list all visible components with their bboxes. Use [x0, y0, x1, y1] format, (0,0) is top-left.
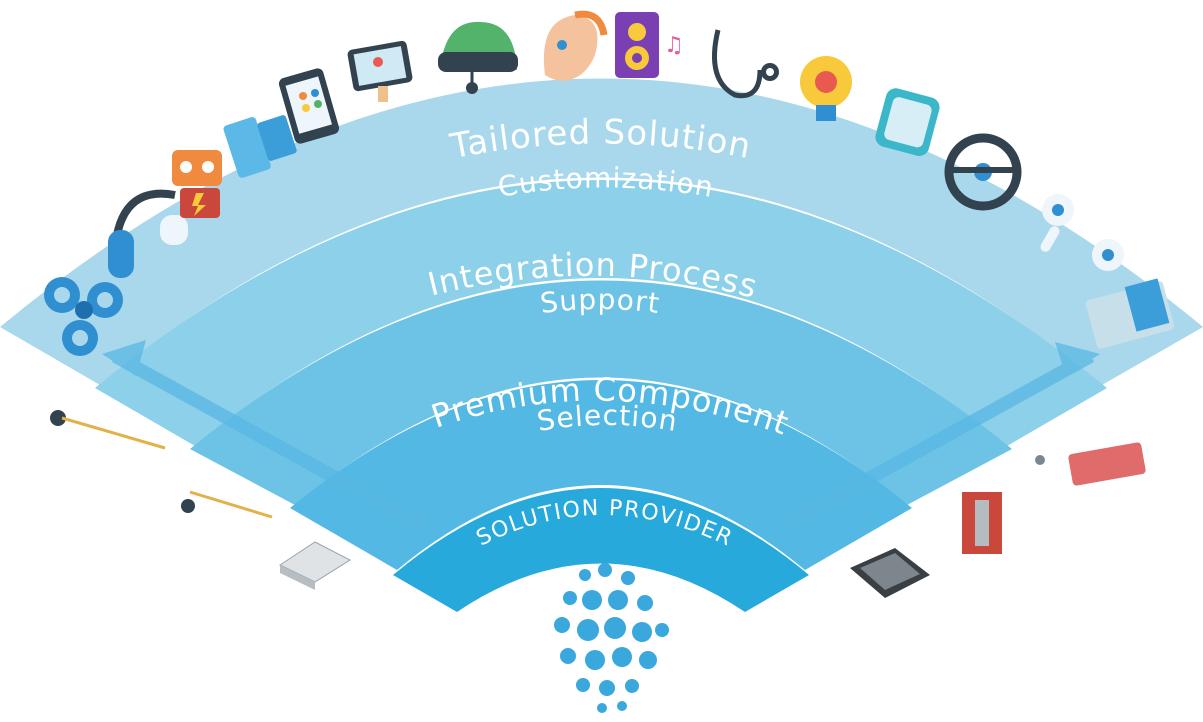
- speaker-music-icon: ♫: [615, 12, 684, 78]
- arrow-left: [102, 340, 426, 532]
- headphones-icon: [108, 189, 188, 278]
- speaker-wire-icon: [50, 410, 166, 450]
- mems-microphone-icon: [278, 541, 352, 590]
- band-subtitle-support: Support: [538, 283, 662, 320]
- lightbulb-gear-icon: [800, 56, 852, 121]
- band-tailored-solution: [95, 180, 1107, 446]
- band-premium-component: [290, 380, 912, 570]
- stethoscope-icon: [712, 29, 779, 99]
- arrow-right: [780, 342, 1100, 532]
- svg-text:♫: ♫: [664, 33, 684, 58]
- band-integration-process: [190, 280, 1012, 505]
- pilot-helmet-icon: [438, 21, 518, 94]
- hearing-aid-icon: [543, 10, 608, 81]
- smartphone-icon: [278, 68, 340, 144]
- band-subtitle-selection: Selection: [535, 399, 680, 438]
- outer-band: [0, 78, 1203, 385]
- device-module-icon: [1085, 278, 1175, 349]
- robot-icon: [172, 150, 222, 218]
- earbuds-icon: [1040, 194, 1124, 271]
- microphone-wire-icon: [181, 490, 273, 519]
- core-solution-provider: [393, 488, 809, 612]
- sphere-dots-logo: [554, 563, 669, 713]
- intercom-phone-icon: [223, 115, 297, 178]
- smartwatch-icon: [875, 88, 940, 156]
- tablet-map-icon: [347, 40, 413, 102]
- fidget-spinner-icon: [44, 277, 123, 356]
- bracket-module-icon: [962, 492, 1002, 554]
- steering-wheel-icon: [944, 133, 1022, 211]
- flex-board-icon: [1035, 442, 1146, 486]
- receiver-speaker-icon: [850, 548, 930, 598]
